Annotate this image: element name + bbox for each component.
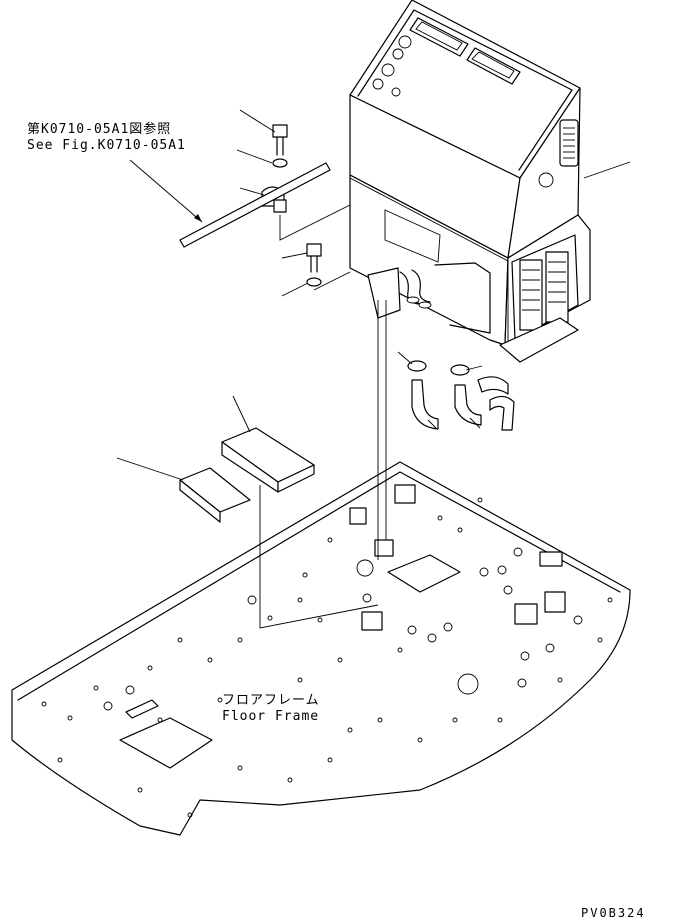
washer-lower — [306, 277, 322, 287]
washer-upper — [272, 158, 288, 168]
pipe — [179, 162, 331, 248]
floor-frame — [11, 461, 631, 836]
bolt-upper — [272, 124, 288, 156]
hose-outlets — [399, 262, 491, 334]
floor-opening-center — [387, 554, 461, 593]
leader-lines — [116, 109, 631, 629]
foam-pad-small — [179, 467, 251, 523]
reference-note-jp: 第K0710-05A1図参照 — [27, 122, 172, 137]
mounting-bracket-right — [499, 317, 579, 363]
reference-note-en: See Fig.K0710-05A1 — [27, 138, 186, 153]
control-panel-displays — [372, 17, 521, 97]
floor-holes — [41, 497, 613, 818]
drain-hoses — [411, 376, 515, 431]
foam-pad-large — [221, 427, 315, 493]
side-vent-grille — [538, 119, 579, 188]
air-conditioner-unit — [349, 0, 591, 363]
hose-clamps — [407, 360, 470, 376]
floor-bosses — [103, 547, 583, 711]
floor-frame-label-en: Floor Frame — [222, 709, 320, 724]
floor-opening-left — [119, 717, 213, 769]
mounting-bracket-left — [367, 267, 401, 319]
drawing-code: PV0B324 — [581, 906, 646, 920]
floor-frame-label-jp: フロアフレーム — [222, 693, 320, 708]
bolt-lower — [306, 243, 322, 273]
filter-louver — [511, 234, 579, 341]
